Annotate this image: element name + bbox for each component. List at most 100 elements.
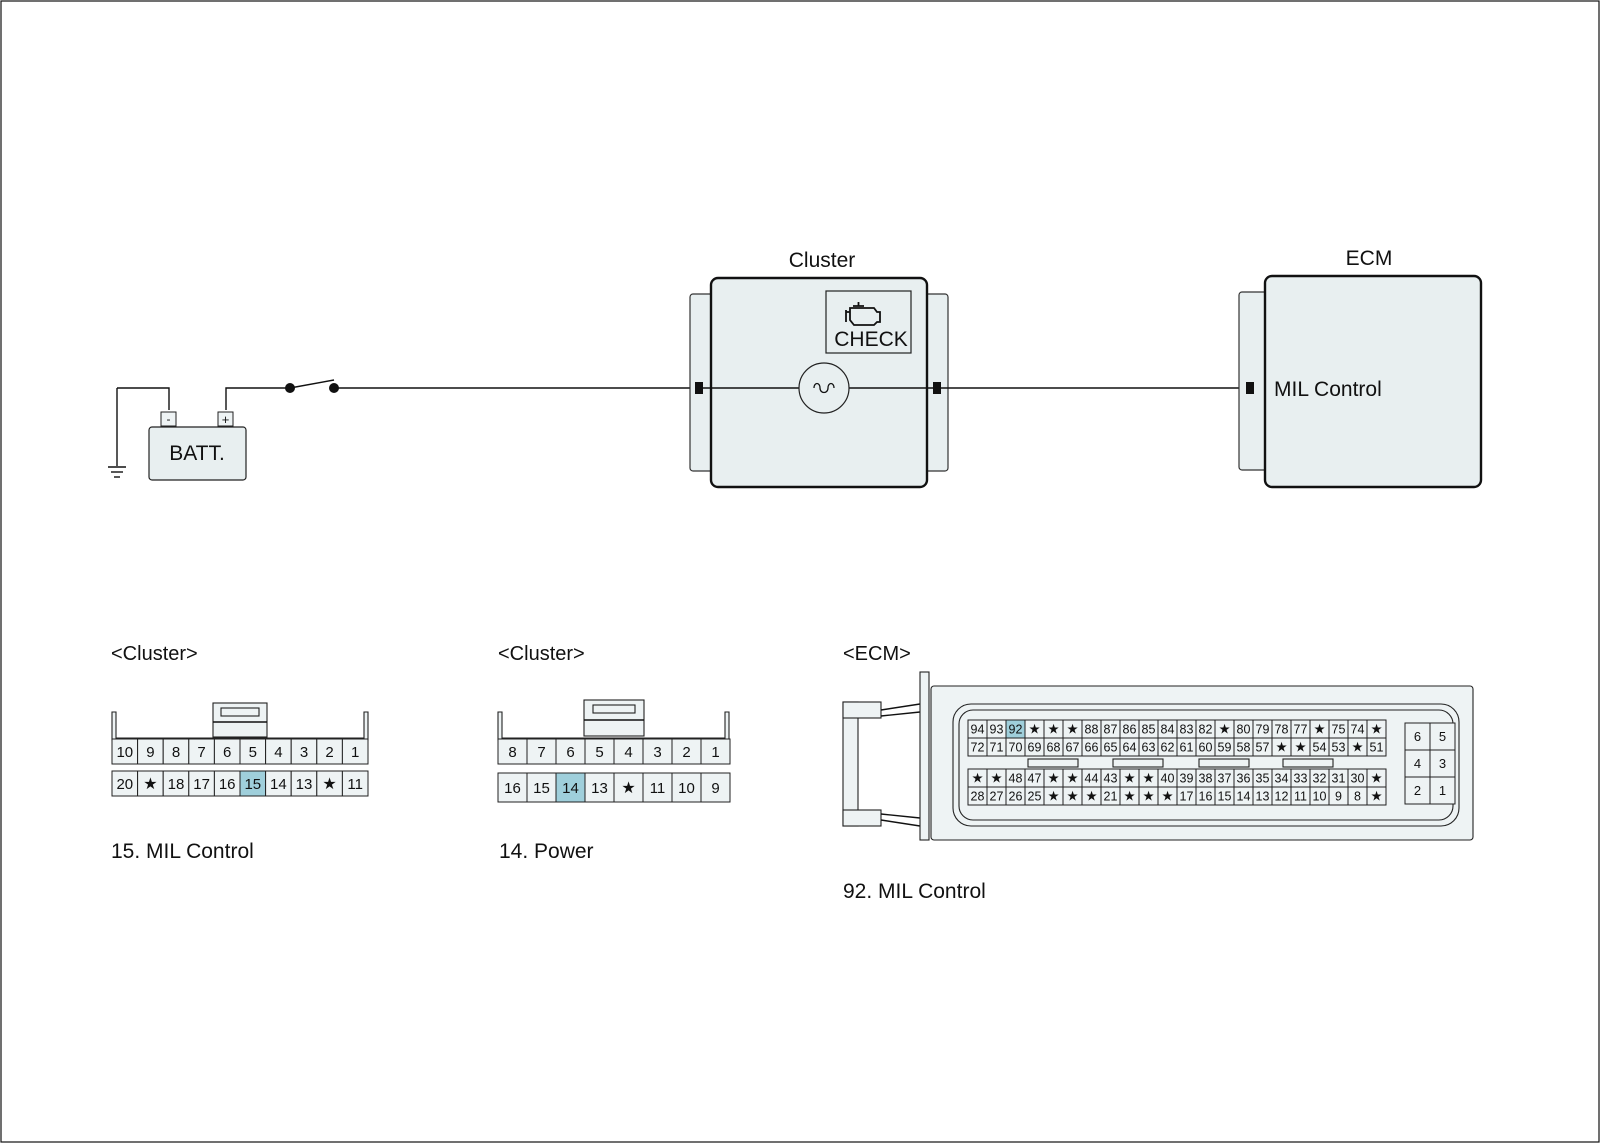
connector-1-header: <Cluster> <box>111 643 198 665</box>
connector-pin-label: ★ <box>1047 789 1059 804</box>
connector-pin-label: 88 <box>1085 723 1099 737</box>
connector-pin-label: 16 <box>1199 790 1213 804</box>
connector-pin: 1 <box>341 738 369 765</box>
connector-3-header: <ECM> <box>843 643 911 665</box>
connector-pin-label: 32 <box>1313 772 1327 786</box>
connector-pin-label: 43 <box>1104 772 1118 786</box>
connector-pin: 3 <box>1429 749 1456 778</box>
connector-pin: ★ <box>1309 719 1330 739</box>
connector-pin: 61 <box>1176 737 1197 757</box>
connector-pin: 4 <box>265 738 292 765</box>
connector-pin: 31 <box>1328 768 1349 788</box>
connector-pin-label: 59 <box>1218 741 1232 755</box>
connector-pin: 79 <box>1252 719 1273 739</box>
connector-pin: 94 <box>967 719 988 739</box>
connector-pin: 36 <box>1233 768 1254 788</box>
connector-pin: 44 <box>1081 768 1102 788</box>
connector-pin-label: 58 <box>1237 741 1251 755</box>
connector-pin: 67 <box>1062 737 1083 757</box>
connector-pin-label: 25 <box>1028 790 1042 804</box>
connector-pin: 5 <box>584 738 615 765</box>
connector-pin-label: 35 <box>1256 772 1270 786</box>
connector-pin-label: 10 <box>678 780 695 797</box>
battery: - + BATT. <box>148 411 247 481</box>
connector-3-caption: 92. MIL Control <box>843 880 986 903</box>
connector-pin-label: 7 <box>537 744 545 761</box>
connector-pin: 3 <box>290 738 318 765</box>
connector-2-header: <Cluster> <box>498 643 585 665</box>
connector-pin-label: ★ <box>1123 771 1135 786</box>
connector-pin: 30 <box>1347 768 1368 788</box>
connector-pin: ★ <box>1271 737 1292 757</box>
connector-pin: 8 <box>162 738 190 765</box>
connector-pin: ★ <box>1290 737 1311 757</box>
connector-pin-label: 54 <box>1313 741 1327 755</box>
ecm-unit: ECM MIL Control <box>1238 247 1483 489</box>
connector-pin-label: ★ <box>621 780 635 797</box>
connector-pin-label: 4 <box>624 744 632 761</box>
connector-key <box>1198 758 1250 768</box>
connector-pin: ★ <box>1366 719 1387 739</box>
connector-pin: 11 <box>341 770 369 797</box>
connector-pin-label: 1 <box>1439 783 1446 798</box>
connector-pin-label: 9 <box>1335 790 1342 804</box>
connector-pin-label: 6 <box>223 744 231 761</box>
connector-pin: 72 <box>967 737 988 757</box>
ecm-connector-keys <box>1027 758 1334 768</box>
connector-pin: 10 <box>111 738 139 765</box>
connector-pin: 47 <box>1024 768 1045 788</box>
connector-pin: 2 <box>1404 776 1431 805</box>
connector-pin-label: 70 <box>1009 741 1023 755</box>
connector-pin-label: ★ <box>1294 740 1306 755</box>
connector-pin: 69 <box>1024 737 1045 757</box>
connector-pin: ★ <box>1062 719 1083 739</box>
ground-symbol <box>108 388 126 478</box>
connector-pin-label: 74 <box>1351 723 1365 737</box>
connector-pin-label: ★ <box>1066 789 1078 804</box>
connector-pin: 14 <box>555 772 586 803</box>
connector-pin-label: 36 <box>1237 772 1251 786</box>
connector-pin: ★ <box>1366 786 1387 806</box>
connector-pin-label: 21 <box>1104 790 1118 804</box>
connector-pin: 8 <box>1347 786 1368 806</box>
connector-pin-label: 15 <box>244 776 261 793</box>
connector-pin: 13 <box>290 770 318 797</box>
connector-pin-label: 79 <box>1256 723 1270 737</box>
connector-pin: 58 <box>1233 737 1254 757</box>
connector-pin: 39 <box>1176 768 1197 788</box>
connector-pin-label: 16 <box>219 776 236 793</box>
battery-neg-label: - <box>167 412 171 426</box>
connector-pin-label: ★ <box>1123 789 1135 804</box>
connector-pin-label: 78 <box>1275 723 1289 737</box>
connector-pin: 14 <box>265 770 292 797</box>
connector-pin: 6 <box>213 738 241 765</box>
connector-key <box>1282 758 1334 768</box>
connector-pin-label: 8 <box>1354 790 1361 804</box>
connector-pin-label: 75 <box>1332 723 1346 737</box>
battery-body <box>148 426 247 481</box>
connector-pin: ★ <box>1024 719 1045 739</box>
connector-pin: 27 <box>986 786 1007 806</box>
connector-pin: 68 <box>1043 737 1064 757</box>
connector-pin: 66 <box>1081 737 1102 757</box>
connector-pin: 54 <box>1309 737 1330 757</box>
connector-pin-label: ★ <box>1161 789 1173 804</box>
connector-pin-label: 20 <box>116 776 133 793</box>
connector-pin-label: 2 <box>682 744 690 761</box>
connector-pin: 14 <box>1233 786 1254 806</box>
cluster-pin-left <box>695 382 703 394</box>
connector-pin: 57 <box>1252 737 1273 757</box>
connector-pin-label: 18 <box>168 776 185 793</box>
connector-pin-label: ★ <box>1047 722 1059 737</box>
connector-pin: 1 <box>700 738 731 765</box>
ecm-pin <box>1246 382 1254 394</box>
connector-pin: 25 <box>1024 786 1045 806</box>
connector-pin: 86 <box>1119 719 1140 739</box>
connector-pin: ★ <box>316 770 343 797</box>
connector-pin: 6 <box>555 738 586 765</box>
